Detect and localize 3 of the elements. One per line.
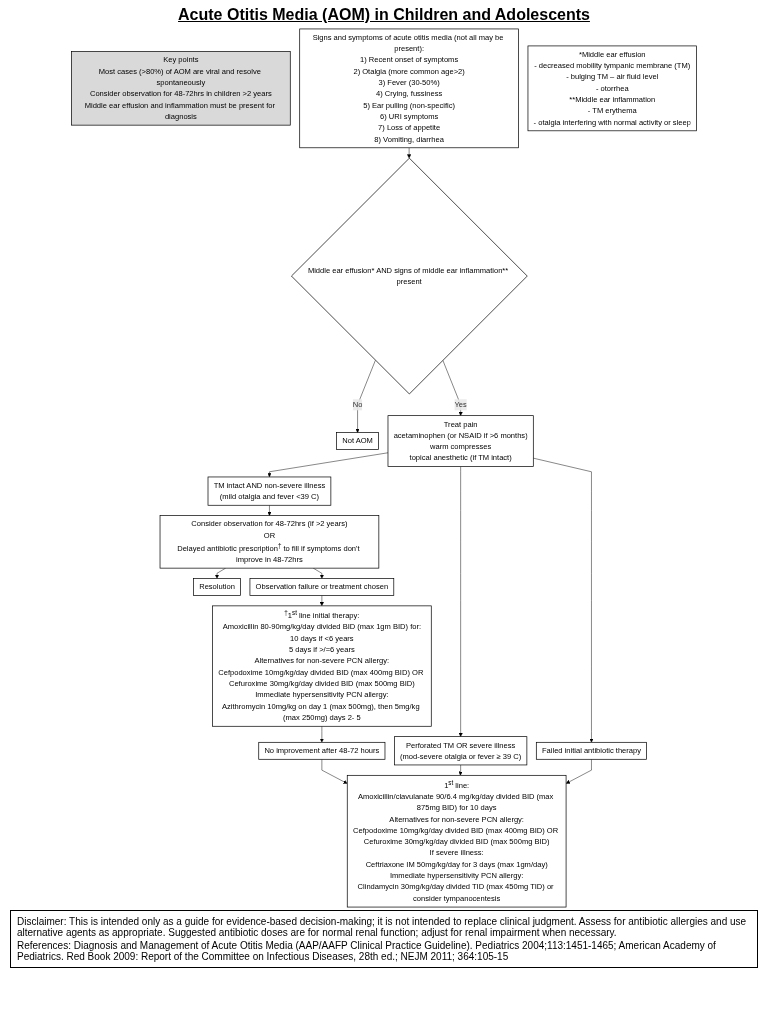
title: Acute Otitis Media (AOM) in Children and Adolescents xyxy=(177,6,591,24)
note-text: Disclaimer: This is intended only as a guide for evidence-based decision-making; it is not intended to replace clinical judgment. Assess for antibiotic allergies and use alternative agents as appropriate. Suggested antibiotic doses are for normal renal function; adjust for renal impairment when necessary. xyxy=(17,916,748,938)
note-text: References: Diagnosis and Management of Acute Otitis Media (AAP/AAFP Clinical Practice Guideline). Pediatrics 2004;113:1451-1465; American Academy of Pediatrics. Red Book 2009: Report of the Committee on Infectious Diseases, 28th ed.; NEJM 2011; 364:105-15 xyxy=(17,940,717,962)
